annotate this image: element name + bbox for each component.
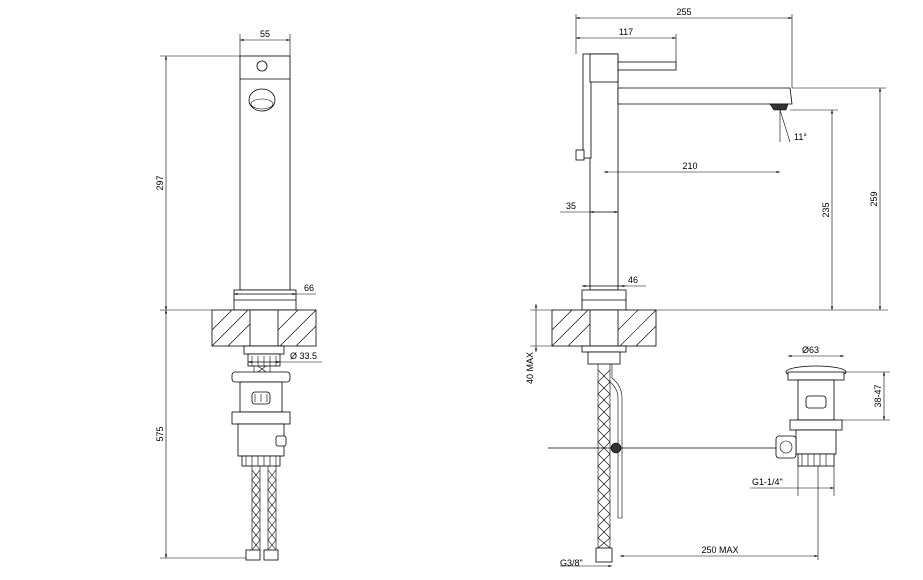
dim-text-40max: 40 MAX: [525, 352, 535, 384]
dim-side-total-height: 259: [792, 87, 886, 310]
dim-side-total-reach: 255: [575, 7, 793, 88]
front-hose-lower: [245, 466, 279, 561]
front-deck: [211, 309, 317, 347]
side-hose: [595, 364, 613, 563]
front-view: 55 297 66 Ø 33.5 575: [155, 29, 322, 561]
dim-text-250max: 250 MAX: [701, 545, 738, 555]
front-waste: [231, 371, 291, 467]
dim-hose-thread: G3/8": [560, 558, 612, 568]
dim-waste-thread: G1-1/4": [750, 466, 835, 496]
front-aerator: [248, 88, 276, 112]
dim-text-g114: G1-1/4": [752, 477, 783, 487]
side-lever-top: [617, 61, 677, 71]
front-knob: [256, 60, 268, 72]
dim-side-spout-height: 235: [656, 109, 888, 311]
dim-rod-max: 250 MAX: [620, 466, 819, 560]
dim-front-top-width: 55: [239, 29, 291, 56]
dim-text-117: 117: [619, 27, 633, 37]
dim-text-259: 259: [869, 191, 879, 206]
dim-text-g38: G3/8": [560, 558, 583, 568]
dim-front-hose: 575: [155, 310, 246, 559]
side-rod-clamp: [610, 442, 622, 454]
side-waste: [775, 365, 847, 467]
side-view: 11°: [525, 7, 890, 568]
dim-text-297: 297: [155, 175, 165, 190]
dim-text-255: 255: [676, 7, 691, 17]
dim-side-deck-max: 40 MAX: [525, 304, 538, 384]
dim-front-thread: Ø 33.5: [248, 351, 322, 364]
dim-waste-range: 38-47: [842, 371, 890, 421]
dim-text-38-47: 38-47: [873, 384, 883, 407]
side-aerator: [769, 103, 789, 111]
dim-text-66: 66: [304, 283, 314, 293]
side-spout: [617, 87, 793, 105]
dim-text-63: Ø63: [802, 345, 819, 355]
side-deck: [551, 309, 657, 347]
dim-side-base: 46: [582, 275, 646, 288]
dim-text-35: 35: [566, 201, 576, 211]
dim-side-spout-reach: 210: [604, 161, 780, 174]
front-hose-upper: [253, 365, 271, 373]
dim-text-210: 210: [682, 161, 697, 171]
dim-text-46: 46: [628, 275, 638, 285]
dim-waste-cap: Ø63: [788, 345, 844, 358]
dim-text-235: 235: [821, 202, 831, 217]
dim-front-base-width: 66: [234, 283, 316, 296]
side-handle: [582, 53, 592, 159]
dim-text-thread: Ø 33.5: [290, 351, 317, 361]
dim-text-11deg: 11°: [794, 132, 807, 142]
dim-side-handle: 117: [576, 27, 677, 62]
dim-side-body: 35: [560, 201, 618, 214]
dim-front-height: 297: [155, 55, 240, 310]
dim-text-55: 55: [260, 29, 270, 39]
dim-text-575: 575: [155, 426, 165, 441]
side-rod-vertical: [607, 364, 623, 519]
